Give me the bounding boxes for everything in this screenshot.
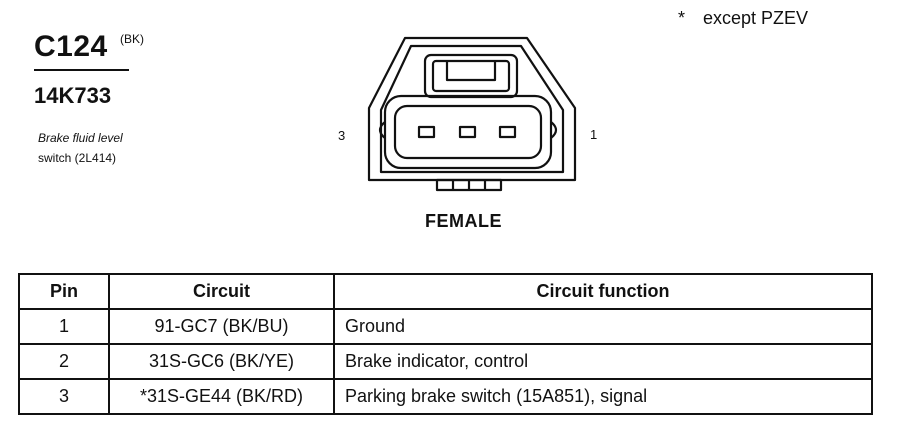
connector-face-diagram	[367, 36, 577, 192]
terminal-cavity-2	[458, 125, 477, 139]
circuit-cell: 31S-GC6 (BK/YE)	[108, 343, 335, 380]
housing-outline	[367, 36, 577, 182]
component-description-line1: Brake fluid level	[38, 131, 123, 145]
pin-cell: 3	[18, 378, 110, 415]
circuit-function-cell: Parking brake switch (15A851), signal	[333, 378, 873, 415]
connector-color: (BK)	[120, 32, 144, 46]
connector-gender-label: FEMALE	[425, 211, 502, 231]
left-nub	[378, 121, 386, 139]
table-row: 2 31S-GC6 (BK/YE) Brake indicator, contr…	[18, 343, 873, 380]
pin-cell: 2	[18, 343, 110, 380]
circuit-cell: 91-GC7 (BK/BU)	[108, 308, 335, 345]
header-circuit: Circuit	[108, 273, 335, 310]
pin-cell: 1	[18, 308, 110, 345]
circuit-function-cell: Ground	[333, 308, 873, 345]
table-header-row: Pin Circuit Circuit function	[18, 273, 873, 310]
title-underline	[34, 69, 129, 71]
circuit-function-cell: Brake indicator, control	[333, 343, 873, 380]
footnote: * except PZEV	[678, 8, 808, 29]
terminal-block	[383, 94, 553, 170]
connector-id: C124	[34, 30, 108, 63]
housing-inner-outline	[379, 44, 565, 174]
component-description-line2: switch (2L414)	[38, 151, 117, 165]
pin-label-left: 3	[338, 128, 346, 143]
part-number: 14K733	[34, 83, 112, 108]
table-row: 1 91-GC7 (BK/BU) Ground	[18, 308, 873, 345]
footnote-star: *	[678, 8, 686, 28]
circuit-cell: *31S-GE44 (BK/RD)	[108, 378, 335, 415]
pinout-table: Pin Circuit Circuit function 1 91-GC7 (B…	[18, 273, 873, 415]
header-circuit-function: Circuit function	[333, 273, 873, 310]
latch-inner	[431, 59, 511, 93]
terminal-block-inner	[393, 104, 543, 160]
terminal-cavity-1	[498, 125, 517, 139]
pin-label-right: 1	[590, 127, 598, 142]
terminal-cavity-3	[417, 125, 436, 139]
table-row: 3 *31S-GE44 (BK/RD) Parking brake switch…	[18, 378, 873, 415]
right-nub	[550, 121, 558, 139]
footnote-text: except PZEV	[703, 8, 809, 28]
header-pin: Pin	[18, 273, 110, 310]
